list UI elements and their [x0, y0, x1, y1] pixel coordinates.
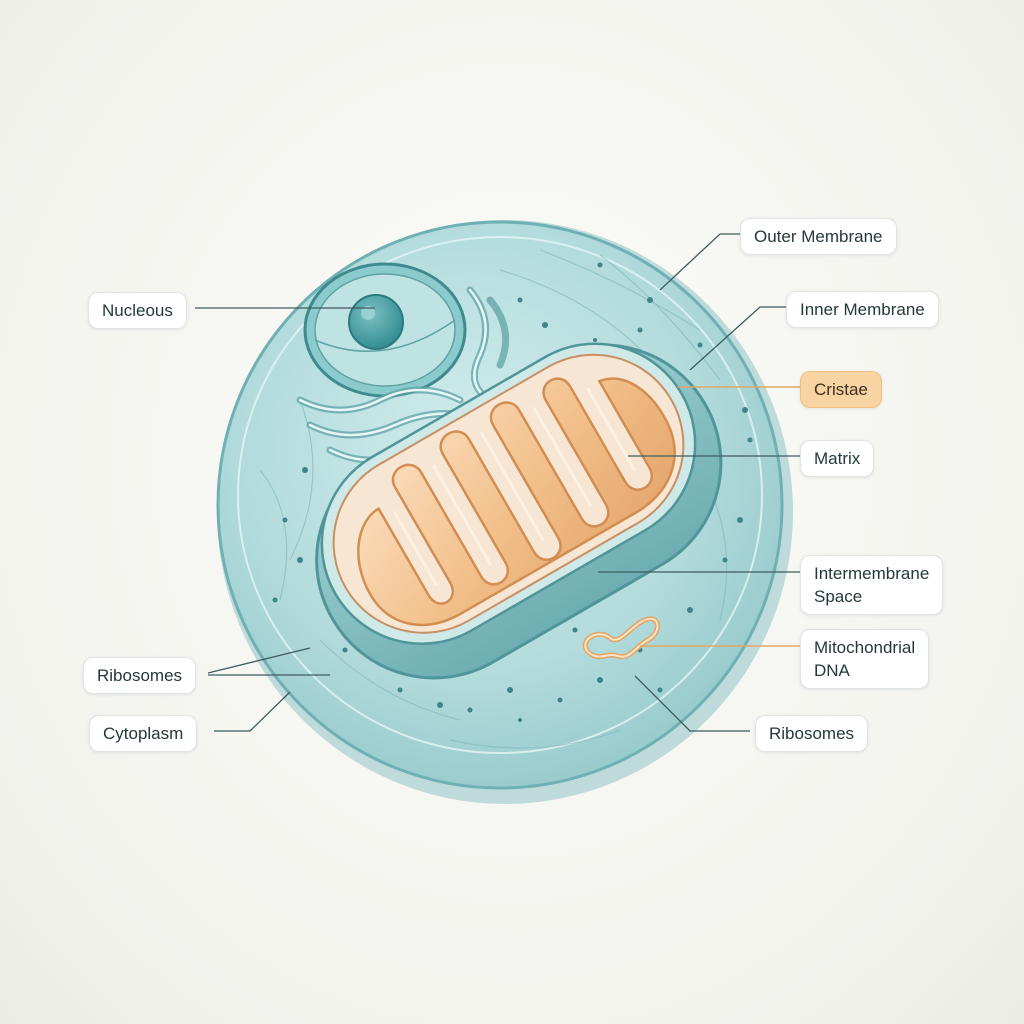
mitochondrial-dna-label: Mitochondrial DNA	[800, 629, 930, 689]
leader-lines	[195, 233, 800, 732]
ribosomes-left-label: Ribosomes	[83, 657, 197, 694]
mitochondrion	[315, 342, 723, 680]
nucleus	[303, 262, 467, 398]
inner-membrane-label: Inner Membrane	[786, 291, 939, 328]
ribosome-dots	[272, 262, 753, 722]
cristae-label: Cristae	[800, 371, 882, 408]
highlight-leader-lines	[640, 386, 800, 647]
ribosomes-right-label: Ribosomes	[755, 715, 869, 752]
outer-membrane-label: Outer Membrane	[740, 218, 897, 255]
cristae-folds	[357, 377, 676, 627]
matrix-label: Matrix	[800, 440, 875, 477]
nucleous-label: Nucleous	[88, 292, 187, 329]
cytoplasm-label: Cytoplasm	[89, 715, 198, 752]
intermembrane-space-label: Intermembrane Space	[800, 555, 944, 615]
